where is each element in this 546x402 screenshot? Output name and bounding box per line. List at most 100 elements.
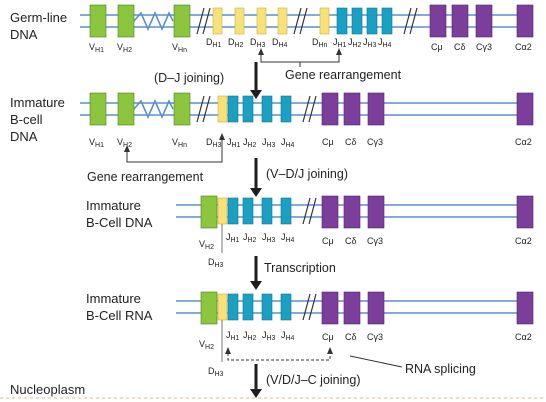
cgamma3-label: Cγ3 (476, 42, 492, 52)
row3-dh3-segment (217, 197, 228, 225)
svg-text:Cμ: Cμ (322, 236, 334, 246)
svg-text:VH2: VH2 (117, 137, 132, 149)
row3-cmu-segment (321, 195, 339, 229)
svg-text:JH1: JH1 (227, 137, 241, 149)
germline-zigzag-1 (133, 11, 174, 31)
row2-dh3-segment (217, 95, 228, 123)
svg-text:Cμ: Cμ (322, 332, 334, 342)
row3-cgamma3-segment (367, 195, 385, 229)
row4-jh2-segment (242, 293, 254, 321)
row4-cmu-segment (321, 291, 339, 325)
germline-break-3 (403, 7, 418, 35)
row3-jh2-segment (242, 197, 254, 225)
svg-text:DH3: DH3 (206, 137, 222, 149)
row3-jh4-segment (280, 197, 292, 225)
vh1-segment (89, 4, 107, 38)
cdelta-segment (451, 4, 469, 38)
row2-vh1-segment (89, 92, 107, 126)
dh3-segment (256, 7, 267, 35)
immature-bcell-dna2-label-line1: Immature (86, 198, 141, 213)
calpha2-label: Cα2 (515, 42, 532, 52)
jh4-segment (381, 7, 393, 35)
row2-jh2-segment (242, 95, 254, 123)
svg-text:Cα2: Cα2 (515, 332, 532, 342)
row2-vh2-segment (117, 92, 135, 126)
dh2-segment (234, 7, 245, 35)
svg-text:Cδ: Cδ (345, 236, 357, 246)
germline-break-2 (293, 7, 308, 35)
svg-text:JH3: JH3 (262, 232, 276, 244)
immature-bcell-rna-label-line2: B-Cell RNA (86, 308, 153, 323)
vh2-segment (117, 4, 135, 38)
immature-rna-row (176, 291, 534, 362)
svg-text:Cγ3: Cγ3 (367, 332, 383, 342)
svg-text:JH4: JH4 (281, 137, 295, 149)
dh4-segment (277, 7, 288, 35)
row4-jh1-segment (227, 293, 239, 321)
row3-jh1-segment (227, 197, 239, 225)
jh2-label: JH2 (348, 37, 362, 49)
transcription-label: Transcription (264, 261, 336, 275)
nucleoplasm-label: Nucleoplasm (10, 382, 85, 397)
dj-joining-label: (D–J joining) (154, 71, 224, 85)
svg-text:JH3: JH3 (262, 330, 276, 342)
jh1-segment (336, 7, 348, 35)
jh4-label: JH4 (378, 37, 392, 49)
row4-dh3-segment (217, 293, 228, 321)
jh3-segment (366, 7, 378, 35)
svg-text:JH3: JH3 (262, 137, 276, 149)
svg-text:VH1: VH1 (89, 137, 104, 149)
cmu-segment (429, 4, 447, 38)
gene-rearrangement-bracket-2 (124, 133, 225, 163)
vhn-label: VHn (172, 42, 187, 54)
row4-cgamma3-segment (367, 291, 385, 325)
svg-text:JH2: JH2 (243, 232, 257, 244)
row4-cdelta-segment (343, 291, 361, 325)
calpha2-segment (516, 4, 534, 38)
germline-row (80, 4, 534, 38)
immature-bcell-dna-label-line2: B-cell (10, 112, 43, 127)
jh2-segment (351, 7, 363, 35)
immature-dna-segment-labels: VH1 VH2 VHn DH3 JH1 JH2 JH3 JH4 Cμ Cδ Cγ… (89, 137, 532, 149)
gene-rearrangement-label-2: Gene rearrangement (87, 170, 204, 184)
immature-rna-segment-labels: VH2 DH3 JH1 JH2 JH3 JH4 Cμ Cδ Cγ3 Cα2 (199, 330, 532, 378)
svg-text:Cγ3: Cγ3 (367, 137, 383, 147)
jh1-label: JH1 (333, 37, 347, 49)
row2-cdelta-segment (343, 92, 361, 126)
svg-text:JH2: JH2 (243, 330, 257, 342)
row3-calpha2-segment (516, 195, 534, 229)
vdjc-joining-label: (V/D/J–C joining) (266, 373, 360, 387)
gene-rearrangement-label-1: Gene rearrangement (285, 68, 402, 82)
dh1-segment (212, 7, 223, 35)
row2-cmu-segment (321, 92, 339, 126)
germline-label-line1: Germ-line (10, 10, 67, 25)
dh3-label: DH3 (250, 37, 266, 49)
immature-bcell-dna2-label-line2: B-Cell DNA (86, 215, 153, 230)
row2-jh3-segment (261, 95, 273, 123)
row4-jh4-segment (280, 293, 292, 321)
row3-cdelta-segment (343, 195, 361, 229)
rna-splicing-connector (225, 347, 403, 368)
jh3-label: JH3 (363, 37, 377, 49)
svg-text:Cδ: Cδ (345, 137, 357, 147)
immature-dna-row (80, 92, 534, 126)
row4-jh3-segment (261, 293, 273, 321)
svg-text:JH4: JH4 (281, 232, 295, 244)
svg-text:Cμ: Cμ (322, 137, 334, 147)
svg-text:VH2: VH2 (199, 239, 214, 251)
svg-text:Cα2: Cα2 (515, 137, 532, 147)
svg-text:Cδ: Cδ (345, 332, 357, 342)
svg-text:JH1: JH1 (226, 232, 240, 244)
row2-cgamma3-segment (367, 92, 385, 126)
row2-vhn-segment (173, 92, 191, 126)
cdelta-label: Cδ (454, 42, 466, 52)
row2-calpha2-segment (516, 92, 534, 126)
vhn-segment (173, 4, 191, 38)
immature-dna2-row (176, 195, 534, 253)
dhn-label: DHn (312, 37, 328, 49)
vh1-label: VH1 (89, 42, 104, 54)
svg-text:Cγ3: Cγ3 (367, 236, 383, 246)
row4-calpha2-segment (516, 291, 534, 325)
dj-joining-arrow (250, 62, 262, 99)
